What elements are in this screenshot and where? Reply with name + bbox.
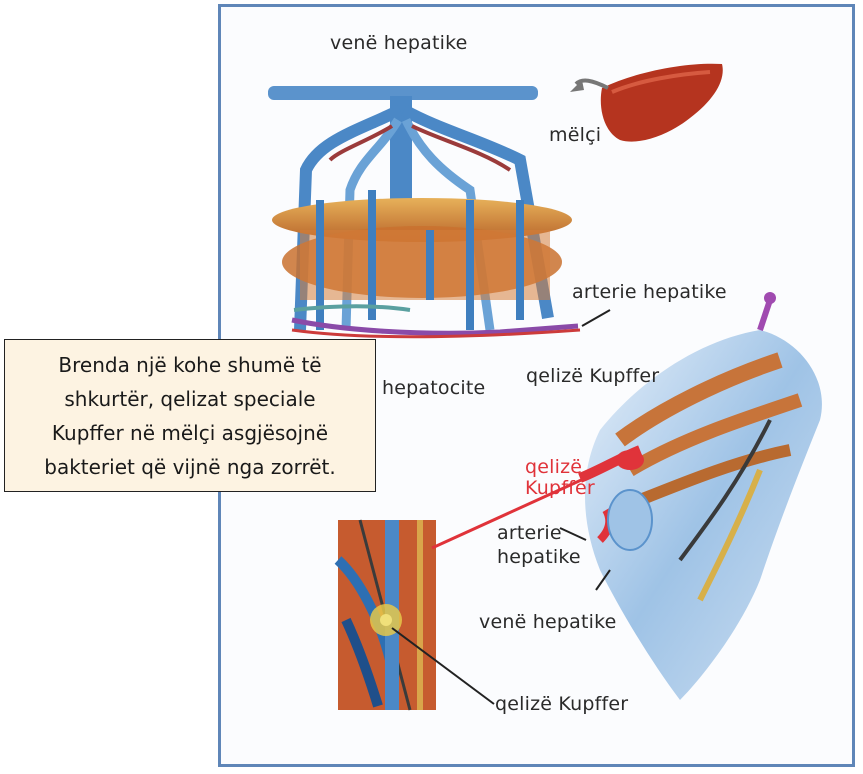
- liver-label: mëlçi: [549, 124, 601, 146]
- kupffer-cell-red-line2: Kupffer: [525, 478, 595, 499]
- callout-line-1: Brenda një kohe shumë të: [58, 353, 321, 377]
- hepatic-vein-label-lower: venë hepatike: [479, 611, 616, 633]
- liver-lobule: [268, 86, 580, 337]
- kupffer-cell-label-bottom: qelizë Kupffer: [495, 693, 628, 715]
- hepatic-artery-label-lower: arterie hepatike: [497, 521, 581, 569]
- hepatic-artery-label-top: arterie hepatike: [572, 281, 727, 303]
- hepatic-artery-pointer-top: [582, 310, 610, 326]
- callout-text: Brenda një kohe shumë të shkurtër, qeliz…: [44, 348, 335, 484]
- hepatic-vein-label-top: venë hepatike: [330, 32, 467, 54]
- info-callout: Brenda një kohe shumë të shkurtër, qeliz…: [4, 339, 376, 492]
- callout-line-2: shkurtër, qelizat speciale: [64, 387, 315, 411]
- kupffer-cell-label-top: qelizë Kupffer: [526, 365, 659, 387]
- hepatocytes-label: hepatocite: [382, 377, 485, 399]
- callout-line-4: bakteriet që vijnë nga zorrët.: [44, 455, 335, 479]
- callout-line-3: Kupffer në mëlçi asgjësojnë: [52, 421, 328, 445]
- liver-organ: [601, 64, 723, 142]
- kupffer-cell-red-line1: qelizë: [525, 457, 595, 478]
- hepatic-artery-lower-line2: hepatike: [497, 545, 581, 569]
- sinusoid-lobe: [580, 292, 822, 700]
- tissue-inset: [338, 520, 436, 710]
- kupffer-cell-label-red: qelizë Kupffer: [525, 457, 595, 499]
- hepatic-artery-lower-line1: arterie: [497, 521, 581, 545]
